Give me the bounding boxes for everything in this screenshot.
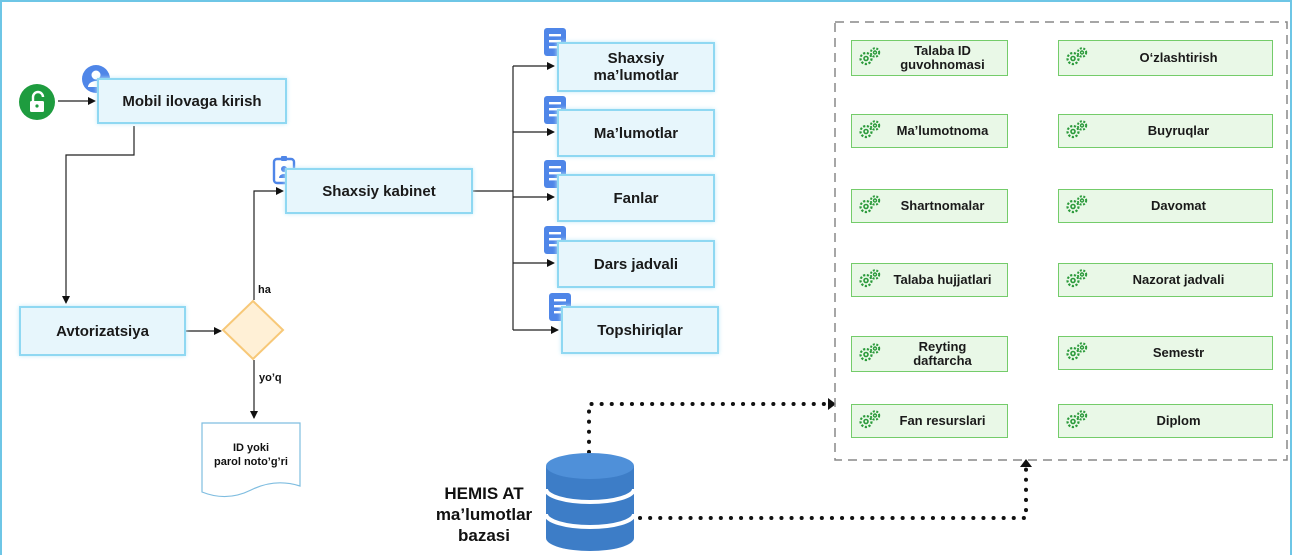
error-line-2: parol noto’g’ri — [214, 456, 288, 468]
database-icon — [544, 452, 636, 553]
service-mastery: O‘zlashtirish — [1058, 40, 1273, 76]
service-label: Talaba hujjatlari — [893, 272, 992, 287]
gears-icon — [858, 46, 882, 71]
cabinet-label: Shaxsiy kabinet — [322, 182, 436, 200]
arrow-login-to-auth — [62, 126, 135, 304]
menu-box-schedule: Dars jadvali — [557, 240, 715, 288]
menu-box-subjects: Fanlar — [557, 174, 715, 222]
service-label: O‘zlashtirish — [1139, 50, 1218, 65]
database-label-line-3: bazasi — [458, 526, 510, 545]
decision-no-label: yo’q — [259, 372, 282, 384]
service-student-documents: Talaba hujjatlari — [851, 263, 1008, 297]
database-label: HEMIS AT ma’lumotlar bazasi — [425, 483, 543, 546]
gears-icon — [858, 268, 882, 293]
database-label-line-1: HEMIS AT — [444, 484, 524, 503]
services-panel — [834, 21, 1288, 461]
gears-icon — [1065, 119, 1089, 144]
service-label: Diplom — [1156, 413, 1201, 428]
gears-icon — [1065, 341, 1089, 366]
decision-yes-label: ha — [258, 284, 271, 296]
menu-label: Topshiriqlar — [597, 321, 683, 339]
gears-icon — [1065, 194, 1089, 219]
lock-icon — [18, 83, 56, 121]
menu-label: Ma’lumotlar — [593, 124, 679, 142]
gears-icon — [858, 119, 882, 144]
service-semester: Semestr — [1058, 336, 1273, 370]
service-label: Buyruqlar — [1147, 123, 1210, 138]
service-label: Shartnomalar — [900, 198, 985, 213]
gears-icon — [1065, 46, 1089, 71]
service-label: Davomat — [1151, 198, 1206, 213]
service-control-schedule: Nazorat jadvali — [1058, 263, 1273, 297]
service-reference: Ma’lumotnoma — [851, 114, 1008, 148]
error-document-shape — [201, 422, 301, 498]
menu-label: Dars jadvali — [593, 255, 679, 273]
gears-icon — [1065, 409, 1089, 434]
arrow-yes-to-cabinet — [253, 187, 284, 300]
service-label: Fan resurslari — [899, 413, 986, 428]
service-contracts: Shartnomalar — [851, 189, 1008, 223]
menu-box-data: Ma’lumotlar — [557, 109, 715, 157]
service-label: Ma’lumotnoma — [896, 123, 989, 138]
service-diploma: Diplom — [1058, 404, 1273, 438]
menu-box-assignments: Topshiriqlar — [561, 306, 719, 354]
service-label: Nazorat jadvali — [1132, 272, 1225, 287]
gears-icon — [1065, 268, 1089, 293]
error-line-1: ID yoki — [232, 442, 270, 454]
auth-label: Avtorizatsiya — [56, 322, 149, 340]
service-label-line-1: Reyting — [918, 339, 967, 354]
database-label-line-2: ma’lumotlar — [435, 505, 533, 524]
auth-box: Avtorizatsiya — [19, 306, 186, 356]
login-box: Mobil ilovaga kirish — [97, 78, 287, 124]
decision-diamond — [221, 299, 285, 361]
dotted-link-db-to-services — [587, 402, 830, 454]
menu-box-personal-data: Shaxsiy ma’lumotlar — [557, 42, 715, 92]
gears-icon — [858, 409, 882, 434]
gears-icon — [858, 342, 882, 367]
cabinet-box: Shaxsiy kabinet — [285, 168, 473, 214]
service-label-line-2: guvohnomasi — [900, 57, 985, 72]
menu-label: Fanlar — [613, 189, 659, 207]
error-text: ID yoki parol noto’g’ri — [202, 441, 300, 469]
service-attendance: Davomat — [1058, 189, 1273, 223]
menu-label-line-1: Shaxsiy — [607, 50, 665, 67]
dotted-link-db-to-panel — [638, 461, 1028, 520]
gears-icon — [858, 194, 882, 219]
service-label-line-1: Talaba ID — [914, 43, 971, 58]
service-subject-resources: Fan resurslari — [851, 404, 1008, 438]
login-label: Mobil ilovaga kirish — [122, 92, 262, 110]
menu-label-line-2: ma’lumotlar — [593, 67, 679, 84]
service-label: Semestr — [1152, 345, 1205, 360]
service-orders: Buyruqlar — [1058, 114, 1273, 148]
service-label-line-2: daftarcha — [913, 353, 972, 368]
